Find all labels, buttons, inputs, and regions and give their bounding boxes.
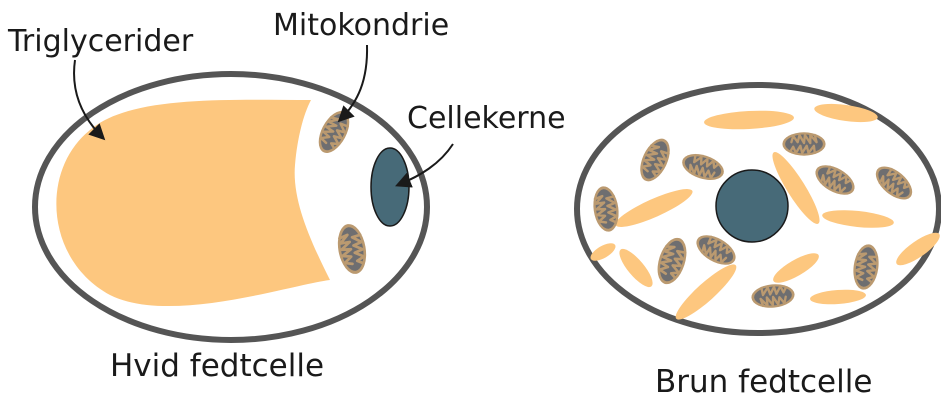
brown-cell-nucleus (716, 170, 788, 242)
mitochondrion (782, 132, 825, 155)
label-mitochondrion: Mitokondrie (273, 8, 449, 43)
caption-brown-fat-cell: Brun fedtcelle (655, 364, 872, 396)
label-triglycerides: Triglycerider (7, 24, 194, 59)
brown-fat-cell (577, 85, 941, 333)
white-fat-cell (35, 74, 427, 340)
white-cell-nucleus (371, 148, 409, 226)
label-nucleus: Cellekerne (407, 101, 566, 136)
caption-white-fat-cell: Hvid fedtcelle (110, 348, 324, 384)
